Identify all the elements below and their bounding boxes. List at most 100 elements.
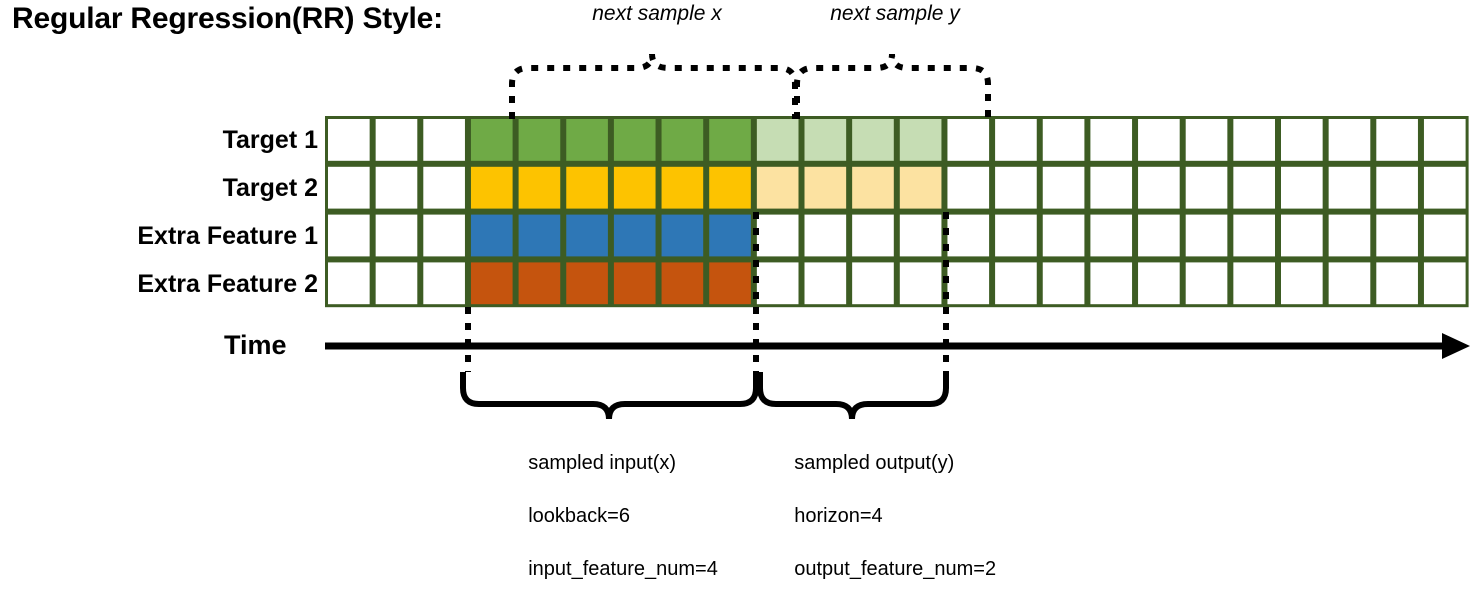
grid-cell-green-light	[756, 119, 799, 161]
top-brace-next-sample-y	[794, 53, 991, 119]
page-title: Regular Regression(RR) Style:	[12, 2, 443, 35]
grid-cell-orange	[709, 262, 751, 305]
grid-cell-blank	[1090, 166, 1133, 209]
grid-cell-blank	[423, 119, 465, 161]
grid-cell-blank	[1376, 166, 1418, 209]
grid-cell-orange	[613, 262, 656, 305]
grid-cell-blank	[1042, 214, 1085, 257]
grid-cell-blank	[804, 262, 847, 305]
grid-cell-blank	[1423, 262, 1466, 305]
grid-cell-blank	[947, 262, 990, 305]
grid-cell-blank	[804, 214, 847, 257]
grid-cell-blank	[328, 166, 370, 209]
grid-cell-blank	[1281, 166, 1323, 209]
grid-cell-blank	[1328, 119, 1371, 161]
grid-cell-blue	[518, 214, 561, 257]
grid-cell-blank	[1185, 262, 1228, 305]
grid-cell-blank	[1328, 214, 1371, 257]
grid-cell-orange	[566, 262, 608, 305]
grid-cell-blank	[1423, 166, 1466, 209]
grid-cell-yellow	[566, 166, 608, 209]
grid-cell-blank	[1090, 119, 1133, 161]
grid-cell-blank	[1233, 262, 1275, 305]
top-brace-label-next-sample-y: next sample y	[830, 2, 960, 25]
grid-cell-blank	[1233, 119, 1275, 161]
grid-cell-blank	[899, 214, 942, 257]
grid-cell-blank	[899, 262, 942, 305]
time-axis-label: Time	[224, 330, 287, 360]
caption-input-line-3: input_feature_num=4	[528, 557, 718, 580]
grid-cell-blank	[1185, 119, 1228, 161]
grid-cell-blank	[947, 214, 990, 257]
grid-cell-green	[709, 119, 751, 161]
grid-cell-blank	[1090, 214, 1133, 257]
grid-cell-blank	[1042, 119, 1085, 161]
grid-cell-orange	[661, 262, 704, 305]
grid-cell-blank	[375, 214, 418, 257]
grid-cell-blank	[756, 214, 799, 257]
timeline-grid	[325, 116, 1469, 308]
grid-cell-blank	[756, 262, 799, 305]
grid-cell-yellow	[661, 166, 704, 209]
grid-cell-blank	[328, 262, 370, 305]
grid-cell-blank	[1233, 166, 1275, 209]
grid-cell-blank	[1090, 262, 1133, 305]
grid-cell-yellow	[613, 166, 656, 209]
grid-cell-yellow	[518, 166, 561, 209]
grid-cell-blank	[375, 262, 418, 305]
grid-cell-blank	[1138, 262, 1180, 305]
grid-cell-blank	[1233, 214, 1275, 257]
row-label-target-1: Target 1	[222, 126, 318, 154]
top-brace-next-sample-x	[509, 53, 798, 119]
grid-cell-blank	[1376, 262, 1418, 305]
grid-cell-green	[518, 119, 561, 161]
grid-cell-green-light	[899, 119, 942, 161]
grid-cell-blank	[852, 214, 894, 257]
grid-cell-blank	[995, 119, 1037, 161]
grid-cell-orange	[470, 262, 513, 305]
grid-cell-blank	[1138, 214, 1180, 257]
bottom-brace-sampled-input	[460, 372, 759, 420]
grid-cell-blank	[995, 262, 1037, 305]
grid-cell-blue	[709, 214, 751, 257]
grid-cell-green	[470, 119, 513, 161]
grid-cell-yellow-light	[899, 166, 942, 209]
grid-cell-yellow	[470, 166, 513, 209]
diagram-canvas: Regular Regression(RR) Style: Target 1 T…	[12, 2, 1470, 580]
grid-cell-blank	[375, 166, 418, 209]
row-label-extra-feature-1: Extra Feature 1	[137, 222, 318, 250]
grid-cell-blank	[423, 262, 465, 305]
grid-cell-green	[661, 119, 704, 161]
grid-cell-blank	[852, 262, 894, 305]
grid-cell-blank	[1281, 214, 1323, 257]
grid-cell-blank	[423, 214, 465, 257]
grid-cell-blue	[661, 214, 704, 257]
grid-cell-blank	[1376, 214, 1418, 257]
caption-output-line-1: sampled output(y)	[794, 452, 955, 475]
grid-cell-blue	[566, 214, 608, 257]
grid-cell-blank	[1376, 119, 1418, 161]
top-brace-label-next-sample-x: next sample x	[592, 2, 722, 25]
annotation-overlay	[325, 53, 1470, 420]
grid-cell-green	[613, 119, 656, 161]
grid-cell-blank	[1138, 166, 1180, 209]
grid-cell-blank	[1423, 214, 1466, 257]
grid-cell-blank	[1281, 262, 1323, 305]
grid-cell-blank	[995, 214, 1037, 257]
caption-output-line-3: output_feature_num=2	[794, 557, 997, 580]
grid-cell-blue	[470, 214, 513, 257]
grid-cell-blank	[1423, 119, 1466, 161]
grid-cell-yellow-light	[756, 166, 799, 209]
caption-input-line-1: sampled input(x)	[528, 452, 677, 475]
grid-cell-blank	[328, 214, 370, 257]
grid-cell-green-light	[852, 119, 894, 161]
time-axis-arrowhead	[1442, 333, 1470, 359]
grid-cell-blank	[947, 166, 990, 209]
grid-cell-blank	[423, 166, 465, 209]
grid-cell-blue	[613, 214, 656, 257]
grid-cell-blank	[1328, 262, 1371, 305]
grid-cell-green-light	[804, 119, 847, 161]
grid-cell-blank	[1328, 166, 1371, 209]
grid-cell-blank	[375, 119, 418, 161]
grid-cell-green	[566, 119, 608, 161]
